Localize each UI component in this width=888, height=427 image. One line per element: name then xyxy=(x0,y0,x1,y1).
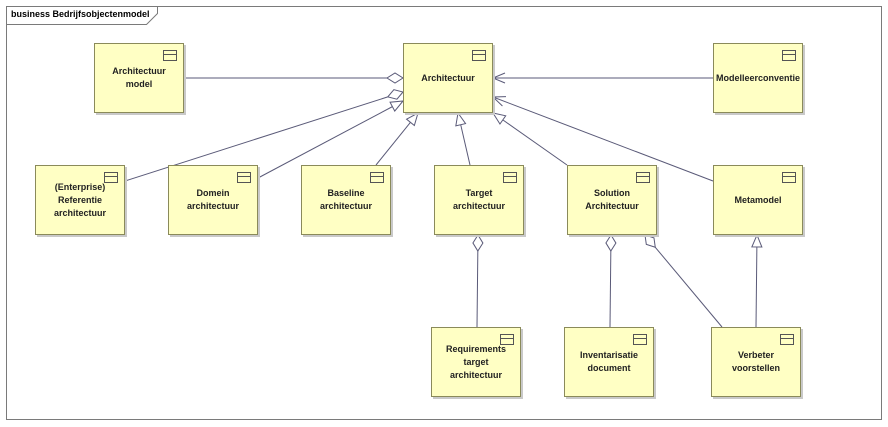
node-label: Verbeter voorstellen xyxy=(731,350,780,373)
node-label: Requirements target architectuur xyxy=(445,343,507,380)
node-referentie-architectuur[interactable]: (Enterprise) Referentie architectuur xyxy=(35,165,125,235)
open-arrowhead xyxy=(491,72,506,84)
edge-requirements-target[interactable] xyxy=(472,234,484,328)
node-label: Domein architectuur xyxy=(186,188,239,211)
node-label: Architectuur model xyxy=(112,66,166,89)
node-metamodel[interactable]: Metamodel xyxy=(713,165,803,235)
edge-model-architectuur[interactable] xyxy=(184,72,404,84)
aggregation-diamond xyxy=(605,234,617,252)
aggregation-diamond xyxy=(386,72,404,84)
class-icon xyxy=(780,334,794,345)
class-icon xyxy=(633,334,647,345)
node-architectuur[interactable]: Architectuur xyxy=(403,43,493,113)
class-icon xyxy=(370,172,384,183)
node-label: (Enterprise) Referentie architectuur xyxy=(53,181,106,218)
generalization-arrowhead xyxy=(455,111,467,127)
class-icon xyxy=(163,50,177,61)
class-icon xyxy=(782,50,796,61)
node-label: Baseline architectuur xyxy=(319,188,372,211)
node-label: Target architectuur xyxy=(452,188,505,211)
node-inventarisatie-document[interactable]: Inventarisatie document xyxy=(564,327,654,397)
frame-tab-outline xyxy=(6,6,158,25)
node-label: Solution Architectuur xyxy=(585,188,639,211)
edge-target-architectuur[interactable] xyxy=(455,111,471,166)
class-icon xyxy=(500,334,514,345)
node-solution-architectuur[interactable]: Solution Architectuur xyxy=(567,165,657,235)
node-architectuur-model[interactable]: Architectuur model xyxy=(94,43,184,113)
class-icon xyxy=(104,172,118,183)
class-icon xyxy=(472,50,486,61)
aggregation-diamond xyxy=(472,234,484,252)
aggregation-diamond xyxy=(644,234,656,248)
edge-inventarisatie-solution[interactable] xyxy=(605,234,617,328)
node-label: Modelleerconventie xyxy=(715,72,801,83)
node-requirements-target-architectuur[interactable]: Requirements target architectuur xyxy=(431,327,521,397)
edge-domein-architectuur[interactable] xyxy=(257,100,405,179)
generalization-arrowhead xyxy=(389,100,405,112)
edge-metamodel-architectuur[interactable] xyxy=(491,96,714,182)
node-modelleerconventie[interactable]: Modelleerconventie xyxy=(713,43,803,113)
edge-solution-architectuur[interactable] xyxy=(491,112,568,166)
generalization-arrowhead xyxy=(491,112,507,125)
class-icon xyxy=(503,172,517,183)
edge-modelleerconventie-architectuur[interactable] xyxy=(491,72,713,84)
open-arrowhead xyxy=(491,96,507,107)
generalization-arrowhead xyxy=(405,111,419,127)
node-domein-architectuur[interactable]: Domein architectuur xyxy=(168,165,258,235)
node-label: Inventarisatie document xyxy=(579,350,639,373)
edge-verbeter-metamodel[interactable] xyxy=(751,233,763,328)
edge-baseline-architectuur[interactable] xyxy=(375,111,419,166)
node-label: Architectuur xyxy=(421,72,475,83)
class-icon xyxy=(237,172,251,183)
diagram-title: business Bedrijfsobjectenmodel xyxy=(11,9,150,19)
generalization-arrowhead xyxy=(751,233,763,248)
node-target-architectuur[interactable]: Target architectuur xyxy=(434,165,524,235)
edge-verbeter-solution[interactable] xyxy=(644,234,723,328)
class-icon xyxy=(636,172,650,183)
class-icon xyxy=(782,172,796,183)
diagram-frame xyxy=(6,6,882,420)
node-verbeter-voorstellen[interactable]: Verbeter voorstellen xyxy=(711,327,801,397)
aggregation-diamond xyxy=(386,89,404,100)
node-label: Metamodel xyxy=(734,194,782,205)
node-baseline-architectuur[interactable]: Baseline architectuur xyxy=(301,165,391,235)
